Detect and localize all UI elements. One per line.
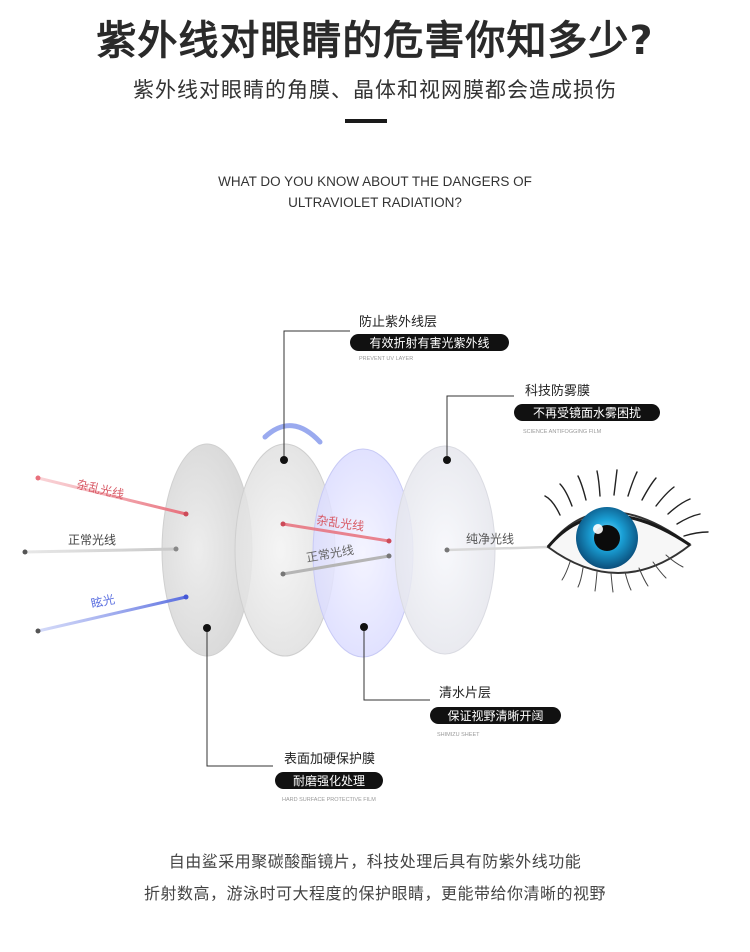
title-divider — [345, 119, 387, 123]
ray-scattered: 杂乱光线 — [35, 475, 189, 517]
ray-origin-dot — [35, 628, 41, 634]
callout-shimizu: 清水片层 保证视野清晰开阔 SHIMIZU SHEET — [360, 623, 561, 738]
ray-end-dot — [386, 553, 392, 559]
callout-dot — [280, 456, 288, 464]
callout-en: HARD SURFACE PROTECTIVE FILM — [282, 797, 376, 803]
callout-tag — [350, 334, 509, 351]
callout-hard-surface: 表面加硬保护膜 耐磨强化处理 HARD SURFACE PROTECTIVE F… — [203, 624, 383, 803]
callout-dot — [203, 624, 211, 632]
ray-label-scattered: 杂乱光线 — [75, 477, 125, 501]
callout-tag — [430, 707, 561, 724]
ray-origin-dot — [22, 549, 28, 555]
callout-title: 科技防雾膜 — [525, 383, 590, 399]
eyelashes-bottom — [561, 554, 684, 593]
english-title: WHAT DO YOU KNOW ABOUT THE DANGERS OF UL… — [0, 171, 750, 213]
footer-line-2: 折射数高，游泳时可大程度的保护眼睛，更能带给你清晰的视野 — [143, 884, 606, 903]
lens-layers-diagram: 杂乱光线 正常光线 眩光 杂乱光线 正常光线 纯净光线 — [22, 314, 709, 803]
callout-tag-text: 不再受镜面水雾困扰 — [533, 405, 641, 420]
ray-label-scattered-inner: 杂乱光线 — [316, 513, 365, 534]
callout-en: PREVENT UV LAYER — [359, 356, 413, 362]
ray-origin-dot — [444, 547, 450, 553]
ray-end-dot — [183, 511, 189, 517]
callout-title: 防止紫外线层 — [359, 314, 437, 330]
english-title-line1: WHAT DO YOU KNOW ABOUT THE DANGERS OF — [218, 174, 532, 189]
callout-en: SHIMIZU SHEET — [437, 732, 480, 738]
english-title-line2: ULTRAVIOLET RADIATION? — [288, 195, 462, 210]
ray-end-dot — [173, 546, 179, 552]
callout-tag-text: 有效折射有害光紫外线 — [369, 335, 489, 350]
ray-label-glare: 眩光 — [90, 591, 117, 611]
ray-scattered-inner: 杂乱光线 — [280, 513, 392, 544]
callout-dot — [443, 456, 451, 464]
ray-glare: 眩光 — [35, 591, 189, 634]
ray-label-normal: 正常光线 — [68, 533, 116, 547]
eye-highlight — [593, 524, 603, 534]
ray-label-pure: 纯净光线 — [466, 532, 514, 546]
ray-end-dot — [386, 538, 392, 544]
eye-illustration — [544, 469, 709, 593]
callout-uv-layer: 防止紫外线层 有效折射有害光紫外线 PREVENT UV LAYER — [280, 314, 509, 464]
callout-tag-text: 耐磨强化处理 — [293, 774, 365, 788]
ray-origin-dot — [35, 475, 41, 481]
callout-tag — [514, 404, 660, 421]
callout-tag-text: 保证视野清晰开阔 — [447, 708, 543, 723]
ray-normal: 正常光线 — [22, 533, 179, 555]
callout-dot — [360, 623, 368, 631]
page-title: 紫外线对眼睛的危害你知多少? — [96, 18, 654, 64]
callout-title: 表面加硬保护膜 — [284, 752, 375, 767]
page-subtitle: 紫外线对眼睛的角膜、晶体和视网膜都会造成损伤 — [133, 78, 617, 102]
ray-origin-dot — [280, 521, 286, 527]
callout-tag — [275, 772, 383, 789]
callout-antifog: 科技防雾膜 不再受镜面水雾困扰 SCIENCE ANTIFOGGING FILM — [443, 383, 660, 464]
eyelashes-top — [544, 469, 709, 537]
uv-arc — [262, 423, 323, 445]
callout-en: SCIENCE ANTIFOGGING FILM — [523, 429, 602, 435]
ray-origin-dot — [280, 571, 286, 577]
callout-title: 清水片层 — [439, 686, 491, 701]
ray-pure: 纯净光线 — [444, 532, 549, 553]
ray-end-dot — [183, 594, 189, 600]
footer-line-1: 自由鲨采用聚碳酸酯镜片，科技处理后具有防紫外线功能 — [168, 852, 582, 871]
